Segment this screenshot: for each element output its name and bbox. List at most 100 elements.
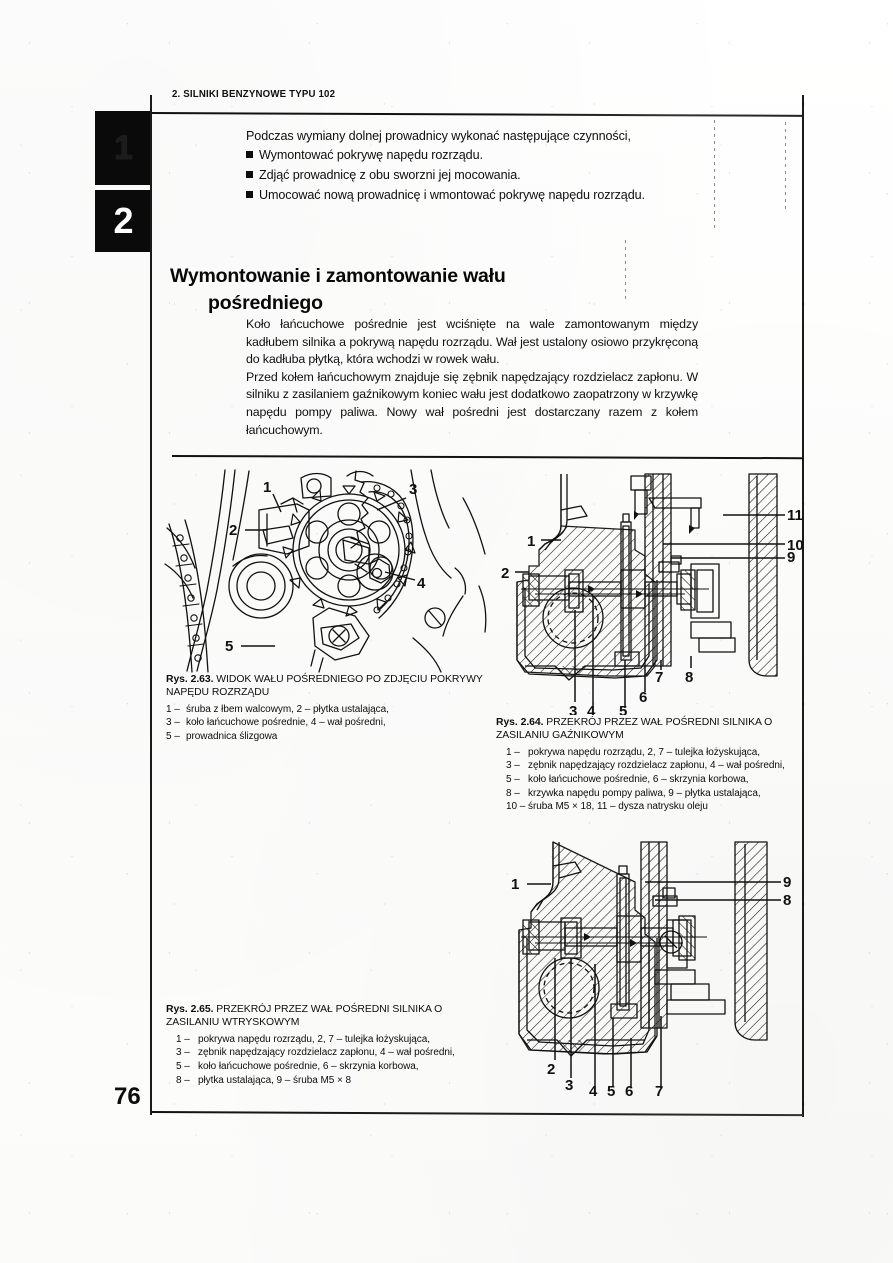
figure-2-63-callout-2: 2 bbox=[229, 522, 237, 539]
figure-2-64-callout-1: 1 bbox=[527, 533, 535, 550]
legend-line: 3 – zębnik napędzający rozdzielacz zapłon… bbox=[496, 759, 806, 773]
index-tab-2: 2 bbox=[95, 190, 152, 252]
figure-2-63-callout-4: 4 bbox=[417, 575, 426, 592]
figure-2-65-drawing: 1 2 3 4 5 6 7 8 9 bbox=[495, 838, 805, 1096]
legend-line: 5 – koło łańcuchowe pośrednie, 6 – skrzyn… bbox=[166, 1060, 496, 1074]
legend-key: 1 – bbox=[176, 1033, 190, 1045]
scan-artifact bbox=[785, 122, 786, 212]
frame-right-rule bbox=[802, 95, 804, 1117]
legend-key: 1 – bbox=[166, 703, 180, 715]
legend-text: koło łańcuchowe pośrednie, 6 – skrzynia … bbox=[528, 774, 749, 785]
figure-2-64-callout-2: 2 bbox=[501, 565, 509, 582]
legend-key: 10 – bbox=[506, 801, 526, 813]
index-tab-1-label: 1 bbox=[114, 128, 133, 167]
legend-text: pokrywa napędu rozrządu, 2, 7 – tulejka … bbox=[528, 746, 760, 758]
legend-text: śruba M5 × 18, 11 – dysza natrysku oleju bbox=[528, 801, 708, 813]
figure-2-65-callout-4: 4 bbox=[589, 1083, 598, 1096]
body-paragraph-1: Koło łańcuchowe pośrednie jest wciśnięte… bbox=[246, 317, 698, 367]
square-bullet-icon bbox=[246, 151, 253, 158]
figure-2-64-caption: Rys. 2.64. PRZEKRÓJ PRZEZ WAŁ POŚREDNI S… bbox=[496, 716, 806, 814]
legend-text: zębnik napędzający rozdzielacz zapłonu, … bbox=[528, 760, 785, 772]
figure-2-63-caption-prefix: Rys. 2.63. bbox=[166, 674, 214, 685]
page-number: 76 bbox=[114, 1083, 141, 1110]
section-heading: Wymontowanie i zamontowanie wału pośredn… bbox=[170, 263, 600, 317]
figure-2-65-legend: 1 – pokrywa napędu rozrządu, 2, 7 – tulej… bbox=[166, 1033, 496, 1087]
figure-2-64-callout-11: 11 bbox=[787, 507, 803, 524]
legend-line: 1 – śruba z łbem walcowym, 2 – płytka ust… bbox=[166, 703, 496, 717]
legend-text: koło łańcuchowe pośrednie, 6 – skrzynia … bbox=[198, 1061, 419, 1072]
scan-artifact bbox=[625, 240, 626, 300]
figure-2-64-callout-5: 5 bbox=[619, 703, 627, 715]
figure-2-64-callout-10: 10 bbox=[787, 537, 804, 554]
legend-key: 5 – bbox=[176, 1061, 190, 1072]
intro-bullet-label: Zdjąć prowadnicę z obu sworzni jej mocow… bbox=[259, 168, 521, 182]
legend-text: prowadnica ślizgowa bbox=[186, 731, 278, 742]
figure-2-63-callout-1: 1 bbox=[263, 479, 271, 496]
legend-text: pokrywa napędu rozrządu, 2, 7 – tulejka … bbox=[198, 1033, 430, 1045]
intro-bullet-item: Umocować nową prowadnicę i wmontować pok… bbox=[246, 186, 696, 205]
index-tab-1: 1 bbox=[95, 111, 152, 185]
intro-block: Podczas wymiany dolnej prowadnicy wykona… bbox=[246, 128, 696, 205]
figure-2-64-callout-6: 6 bbox=[639, 689, 647, 706]
legend-line: 8 –krzywka napędu pompy paliwa, 9 – płyt… bbox=[496, 787, 806, 801]
legend-line: 3 – koło łańcuchowe pośrednie, 4 – wał po… bbox=[166, 716, 496, 730]
figure-2-64-drawing: 1 2 3 4 5 6 7 8 9 10 11 bbox=[495, 470, 805, 715]
figure-2-63-caption: Rys. 2.63. WIDOK WAŁU POŚREDNIEGO PO ZDJ… bbox=[166, 673, 496, 744]
figure-2-65-callout-1: 1 bbox=[511, 876, 519, 893]
figure-2-65-callout-7: 7 bbox=[655, 1083, 663, 1096]
figure-2-63-legend: 1 – śruba z łbem walcowym, 2 – płytka ust… bbox=[166, 703, 496, 744]
figure-2-65-callout-6: 6 bbox=[625, 1083, 633, 1096]
figure-2-64-caption-title: Rys. 2.64. PRZEKRÓJ PRZEZ WAŁ POŚREDNI S… bbox=[496, 716, 806, 743]
figure-2-65-caption: Rys. 2.65. PRZEKRÓJ PRZEZ WAŁ POŚREDNI S… bbox=[166, 1003, 496, 1087]
legend-key: 5 – bbox=[506, 774, 520, 785]
legend-text: zębnik napędzający rozdzielacz zapłonu, … bbox=[198, 1047, 455, 1059]
legend-line: 5 – koło łańcuchowe pośrednie, 6 – skrzyn… bbox=[496, 773, 806, 787]
legend-line: 5 –prowadnica ślizgowa bbox=[166, 730, 496, 744]
scan-artifact bbox=[714, 120, 715, 230]
figure-2-63-drawing: 1 2 3 4 5 bbox=[163, 468, 503, 673]
figure-2-65-callout-2: 2 bbox=[547, 1061, 555, 1078]
legend-line: 1 – pokrywa napędu rozrządu, 2, 7 – tulej… bbox=[166, 1033, 496, 1047]
figure-2-64-caption-prefix: Rys. 2.64. bbox=[496, 717, 544, 728]
figure-2-63-caption-title: Rys. 2.63. WIDOK WAŁU POŚREDNIEGO PO ZDJ… bbox=[166, 673, 496, 700]
figure-2-64-callout-7: 7 bbox=[655, 669, 663, 686]
figure-2-65-caption-title: Rys. 2.65. PRZEKRÓJ PRZEZ WAŁ POŚREDNI S… bbox=[166, 1003, 496, 1030]
legend-line: 1 – pokrywa napędu rozrządu, 2, 7 – tulej… bbox=[496, 746, 806, 760]
section-heading-line-1: Wymontowanie i zamontowanie wału bbox=[170, 265, 506, 288]
figure-separator-rule bbox=[171, 455, 803, 460]
figure-2-65-caption-prefix: Rys. 2.65. bbox=[166, 1004, 214, 1015]
figure-2-64-callout-3: 3 bbox=[569, 703, 577, 715]
figure-2-64-legend: 1 – pokrywa napędu rozrządu, 2, 7 – tulej… bbox=[496, 746, 806, 814]
figure-2-65-callout-3: 3 bbox=[565, 1077, 573, 1094]
figure-2-65-callout-5: 5 bbox=[607, 1083, 615, 1096]
figure-2-65-callout-8: 8 bbox=[783, 892, 791, 909]
intro-bullet-label: Wymontować pokrywę napędu rozrządu. bbox=[259, 148, 483, 162]
figure-2-64-caption-text: PRZEKRÓJ PRZEZ WAŁ POŚREDNI SILNIKA O ZA… bbox=[496, 717, 773, 742]
legend-key: 3 – bbox=[166, 717, 180, 729]
index-tab-2-label: 2 bbox=[113, 200, 134, 241]
body-copy: Koło łańcuchowe pośrednie jest wciśnięte… bbox=[246, 316, 698, 439]
legend-key: 8 – bbox=[506, 787, 520, 799]
legend-key: 1 – bbox=[506, 746, 520, 758]
body-paragraph-2: Przed kołem łańcuchowym znajduje się zęb… bbox=[246, 369, 698, 437]
figure-2-63-callout-5: 5 bbox=[225, 638, 233, 655]
legend-key: 3 – bbox=[176, 1047, 190, 1059]
legend-text: śruba z łbem walcowym, 2 – płytka ustala… bbox=[186, 703, 389, 715]
figure-2-64-callout-9: 9 bbox=[787, 549, 795, 566]
figure-2-65-callout-9: 9 bbox=[783, 874, 791, 891]
square-bullet-icon bbox=[246, 191, 253, 198]
legend-line: 10 –śruba M5 × 18, 11 – dysza natrysku o… bbox=[496, 800, 806, 814]
figure-2-64-callout-8: 8 bbox=[685, 669, 693, 686]
legend-line: 8 – płytka ustalająca, 9 – śruba M5 × 8 bbox=[166, 1074, 496, 1088]
legend-text: koło łańcuchowe pośrednie, 4 – wał pośre… bbox=[186, 717, 386, 729]
section-heading-line-2: pośredniego bbox=[208, 292, 323, 315]
figure-2-63-caption-text: WIDOK WAŁU POŚREDNIEGO PO ZDJĘCIU POKRYW… bbox=[166, 674, 483, 699]
intro-bullet-item: Zdjąć prowadnicę z obu sworzni jej mocow… bbox=[246, 166, 696, 185]
legend-key: 3 – bbox=[506, 760, 520, 772]
legend-text: płytka ustalająca, 9 – śruba M5 × 8 bbox=[198, 1074, 352, 1086]
intro-lead-text: Podczas wymiany dolnej prowadnicy wykona… bbox=[246, 129, 631, 143]
intro-bullet-item: Wymontować pokrywę napędu rozrządu. bbox=[246, 146, 696, 165]
legend-key: 8 – bbox=[176, 1074, 190, 1086]
figure-2-65-caption-text: PRZEKRÓJ PRZEZ WAŁ POŚREDNI SILNIKA O ZA… bbox=[166, 1004, 443, 1029]
running-head: 2. SILNIKI BENZYNOWE TYPU 102 bbox=[172, 88, 336, 100]
